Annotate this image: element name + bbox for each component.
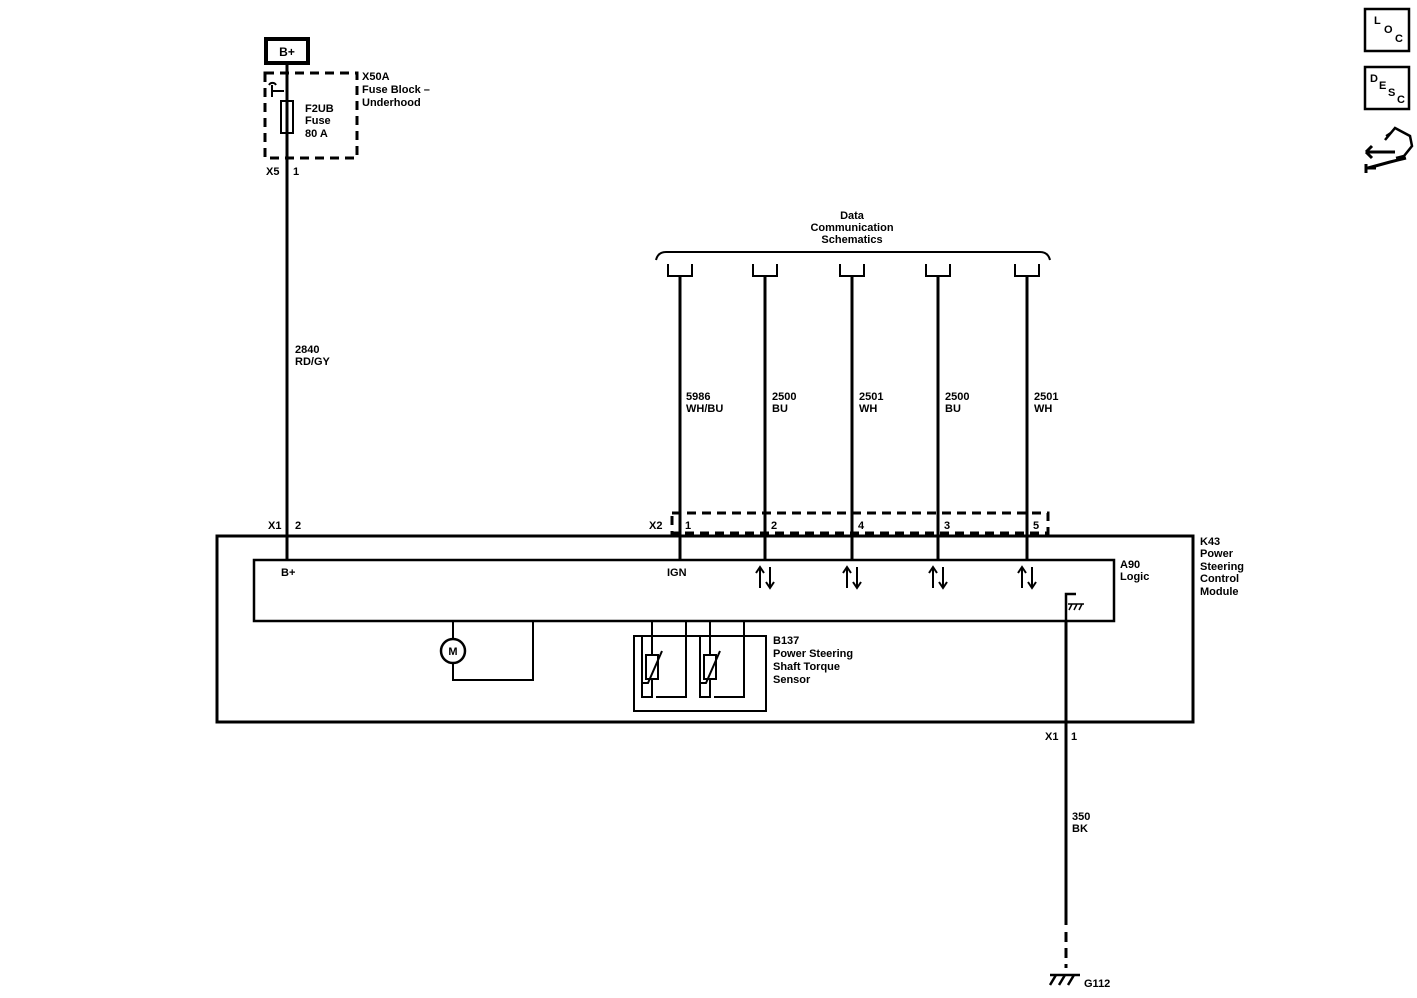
- bidirectional-arrow-icon: [1017, 565, 1037, 590]
- data-wire-2-color: BU: [772, 403, 788, 415]
- module-label-3: Control: [1200, 573, 1239, 585]
- data-wire-5-circuit: 2501: [1034, 391, 1058, 403]
- x2-pin-1: 1: [685, 520, 691, 532]
- location-icon-letter-o: O: [1384, 24, 1393, 36]
- data-wire-4: [925, 264, 951, 560]
- internal-ground-icon: [1064, 592, 1084, 621]
- data-wire-3-circuit: 2501: [859, 391, 883, 403]
- ground-wire-color: BK: [1072, 823, 1088, 835]
- bidirectional-arrow-icon: [755, 565, 775, 590]
- x1-bottom-connector-id: X1: [1045, 731, 1058, 743]
- module-outline: [215, 534, 1195, 724]
- sensor-label-3: Sensor: [773, 674, 811, 686]
- x2-connector-id: X2: [649, 520, 662, 532]
- description-icon-letter-e: E: [1379, 80, 1386, 92]
- chassis-ground-icon: [1048, 973, 1080, 986]
- fuse-block-name: X50A: [362, 71, 390, 83]
- logic-outline: [252, 558, 1116, 623]
- description-icon-letter-d: D: [1370, 73, 1378, 85]
- fuse-block-desc-2: Underhood: [362, 97, 421, 109]
- x1-top-connector-pin: 2: [295, 520, 301, 532]
- location-icon-letter-c: C: [1395, 33, 1403, 45]
- fuse-symbol: [268, 81, 294, 134]
- fuse-connector-pin: 1: [293, 166, 299, 178]
- description-icon[interactable]: D E S C: [1363, 65, 1411, 111]
- sensor-label-1: Power Steering: [773, 648, 853, 660]
- location-icon[interactable]: L O C: [1363, 7, 1411, 53]
- sensor-name: B137: [773, 635, 799, 647]
- x2-pin-5: 5: [1033, 520, 1039, 532]
- description-icon-letter-c: C: [1397, 94, 1405, 106]
- module-label-4: Module: [1200, 586, 1239, 598]
- battery-source-label: B+: [279, 45, 295, 59]
- logic-ign-label: IGN: [667, 567, 687, 579]
- data-wire-4-circuit: 2500: [945, 391, 969, 403]
- dcs-label-1: Data: [840, 210, 865, 222]
- bidirectional-arrow-icon: [928, 565, 948, 590]
- x1-top-connector-id: X1: [268, 520, 281, 532]
- module-label-2: Steering: [1200, 561, 1244, 573]
- x2-pin-4: 4: [858, 520, 865, 532]
- data-wire-4-color: BU: [945, 403, 961, 415]
- dcs-label-2: Communication: [810, 222, 893, 234]
- description-icon-letter-s: S: [1388, 87, 1395, 99]
- sensor-label-2: Shaft Torque: [773, 661, 840, 673]
- x2-pin-3: 3: [944, 520, 950, 532]
- battery-source: B+: [264, 37, 310, 65]
- fuse-connector-id: X5: [266, 166, 279, 178]
- motor: M: [439, 621, 534, 681]
- x2-pin-2: 2: [771, 520, 777, 532]
- fuse-name: F2UB: [305, 103, 334, 115]
- connector-end-view-icon[interactable]: [1364, 126, 1414, 173]
- fuse-rating: 80 A: [305, 128, 328, 140]
- data-wire-2-circuit: 2500: [772, 391, 796, 403]
- ground-label: G112: [1084, 978, 1110, 990]
- dcs-label-3: Schematics: [821, 234, 882, 246]
- x1-bottom-connector-pin: 1: [1071, 731, 1077, 743]
- module-name: K43: [1200, 536, 1220, 548]
- fuse-block-desc-1: Fuse Block –: [362, 84, 430, 96]
- data-wire-5: [1014, 264, 1040, 560]
- location-icon-letter-l: L: [1374, 15, 1381, 27]
- fuse-block-outline: [263, 71, 359, 160]
- data-wire-1-circuit: 5986: [686, 391, 710, 403]
- ground-wire-circuit: 350: [1072, 811, 1090, 823]
- logic-bplus-label: B+: [281, 567, 295, 579]
- dcs-bracket: [655, 251, 1051, 261]
- data-wire-5-color: WH: [1034, 403, 1052, 415]
- data-wire-3-color: WH: [859, 403, 877, 415]
- power-wire-color: RD/GY: [295, 356, 331, 368]
- module-label-1: Power: [1200, 548, 1234, 560]
- fuse-type: Fuse: [305, 115, 331, 127]
- logic-label: Logic: [1120, 571, 1149, 583]
- power-wire-circuit: 2840: [295, 344, 319, 356]
- bidirectional-arrow-icon: [842, 565, 862, 590]
- motor-label: M: [448, 646, 457, 658]
- logic-name: A90: [1120, 559, 1140, 571]
- x2-connector-outline: [670, 511, 1050, 535]
- data-wire-1-color: WH/BU: [686, 403, 723, 415]
- torque-sensor: [633, 621, 767, 712]
